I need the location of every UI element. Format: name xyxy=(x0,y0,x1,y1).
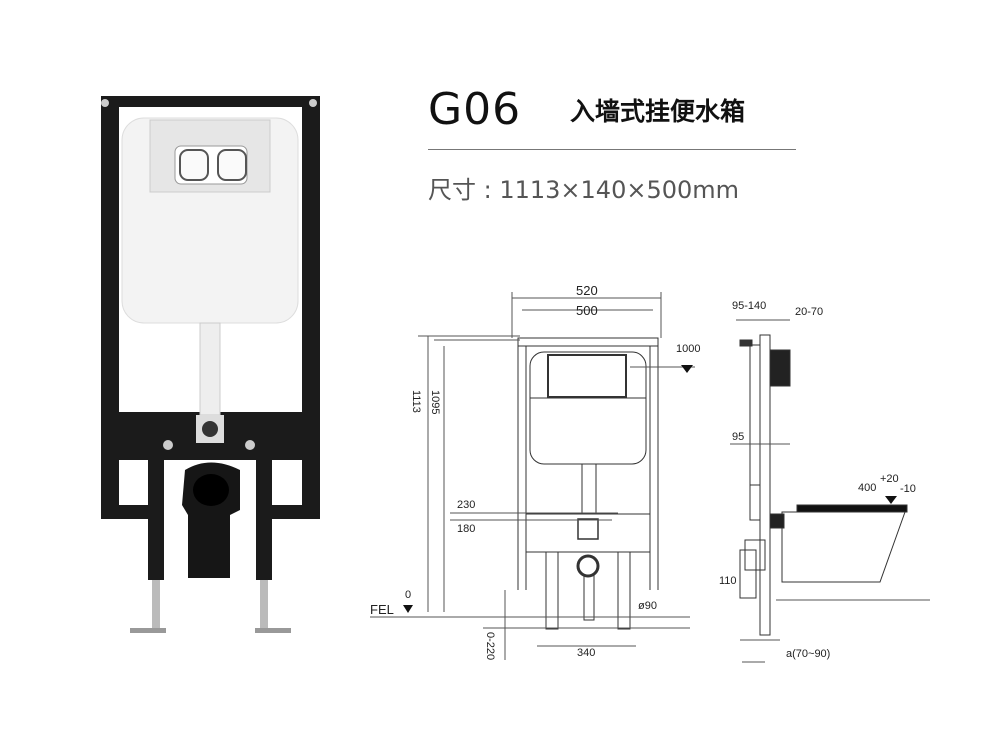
dim-520: 520 xyxy=(576,283,598,298)
product-name: 入墙式挂便水箱 xyxy=(570,97,746,126)
tol-plus: +20 xyxy=(880,473,899,485)
dim-400: 400 xyxy=(858,482,876,494)
toilet-bowl xyxy=(769,504,908,583)
cistern-photo xyxy=(121,117,299,578)
dim-95: 95 xyxy=(732,431,744,443)
side-dimension-lines xyxy=(730,319,930,663)
tol-minus: -10 xyxy=(900,483,916,495)
dim-230: 230 xyxy=(457,499,475,511)
dim-1095: 1095 xyxy=(429,390,441,414)
flush-level-marker xyxy=(681,365,693,373)
pipe-diameter: ø90 xyxy=(638,600,657,612)
dim-180: 180 xyxy=(457,523,475,535)
dim-500: 500 xyxy=(576,303,598,318)
dim-110: 110 xyxy=(719,575,737,587)
floor-label: FEL xyxy=(370,602,394,617)
dimension-lines xyxy=(370,292,695,660)
model-number: G06 xyxy=(428,84,522,135)
frame-outline xyxy=(517,337,659,630)
seat-level-marker xyxy=(885,496,897,504)
dim-95-140: 95-140 xyxy=(732,300,766,312)
dim-20-70: 20-70 xyxy=(795,306,823,318)
dim-1113: 1113 xyxy=(410,390,422,413)
frame-photo xyxy=(101,96,320,633)
dim-wall-offset: a(70~90) xyxy=(786,648,830,660)
size-label: 尺寸 : 1113×140×500mm xyxy=(428,176,740,204)
divider xyxy=(428,149,796,150)
dim-340: 340 xyxy=(577,647,595,659)
floor-level-marker xyxy=(403,605,413,613)
dim-leg-adjust: 0-220 xyxy=(484,632,496,660)
dim-1000: 1000 xyxy=(676,343,700,355)
floor-level: 0 xyxy=(405,589,411,601)
side-frame xyxy=(739,334,791,636)
